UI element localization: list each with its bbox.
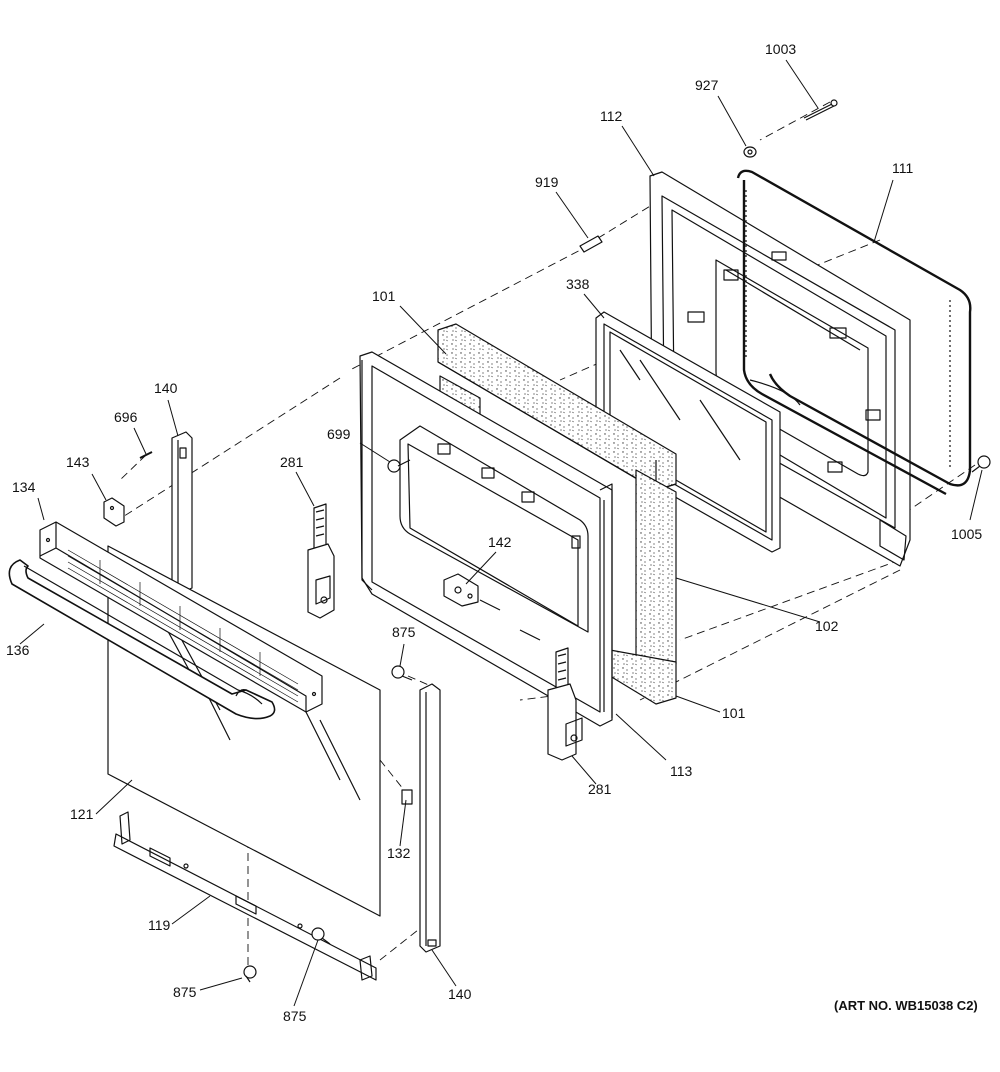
callout-696: 696 — [114, 409, 138, 425]
callout-875-bottom: 875 — [283, 1008, 307, 1024]
part-136-door-handle — [8, 559, 276, 720]
callout-112: 112 — [600, 108, 623, 124]
screw-875-mid — [391, 665, 413, 681]
part-111-door-gasket — [736, 169, 972, 496]
screw-1003 — [803, 99, 838, 121]
clip-143 — [103, 497, 125, 527]
callout-121: 121 — [70, 806, 94, 822]
part-121-outer-glass — [107, 545, 413, 917]
callout-927: 927 — [695, 77, 719, 93]
part-140-door-rail-bottom — [419, 683, 441, 953]
part-119-bottom-bracket — [113, 811, 377, 981]
callout-281-right: 281 — [588, 781, 612, 797]
callout-875-bottom-left: 875 — [173, 984, 197, 1000]
art-number-label: (ART NO. WB15038 C2) — [834, 998, 978, 1013]
callout-111: 111 — [892, 160, 913, 176]
part-281-hinge-left — [307, 503, 335, 619]
screw-696 — [139, 451, 153, 459]
callout-labels: 1003 927 112 111 919 338 101 140 696 699… — [6, 41, 982, 1024]
callout-132: 132 — [387, 845, 411, 861]
callout-142: 142 — [488, 534, 512, 550]
callout-140-bottom: 140 — [448, 986, 472, 1002]
callout-101-bottom: 101 — [722, 705, 746, 721]
callout-113: 113 — [670, 763, 693, 779]
washer-927 — [743, 146, 757, 158]
callout-338: 338 — [566, 276, 590, 292]
part-140-door-rail-top — [171, 431, 193, 595]
screw-875-bottom-left — [243, 965, 257, 983]
part-142-door-latch — [443, 573, 479, 607]
callout-134: 134 — [12, 479, 36, 495]
screw-699 — [387, 459, 411, 473]
callout-919: 919 — [535, 174, 559, 190]
callout-143: 143 — [66, 454, 90, 470]
part-281-hinge-right — [547, 647, 583, 761]
pin-919 — [579, 235, 603, 253]
callout-119: 119 — [148, 917, 171, 933]
callout-699: 699 — [327, 426, 351, 442]
callout-140-top: 140 — [154, 380, 178, 396]
callout-1003: 1003 — [765, 41, 796, 57]
leader-lines — [19, 59, 983, 1007]
part-134-vent-trim — [39, 521, 323, 713]
callout-101-top: 101 — [372, 288, 396, 304]
callout-136: 136 — [6, 642, 30, 658]
callout-281-left: 281 — [280, 454, 304, 470]
callout-102: 102 — [815, 618, 839, 634]
screw-1005 — [971, 455, 991, 473]
door-liner-panel — [359, 351, 613, 727]
callout-875-mid: 875 — [392, 624, 416, 640]
callout-1005: 1005 — [951, 526, 982, 542]
